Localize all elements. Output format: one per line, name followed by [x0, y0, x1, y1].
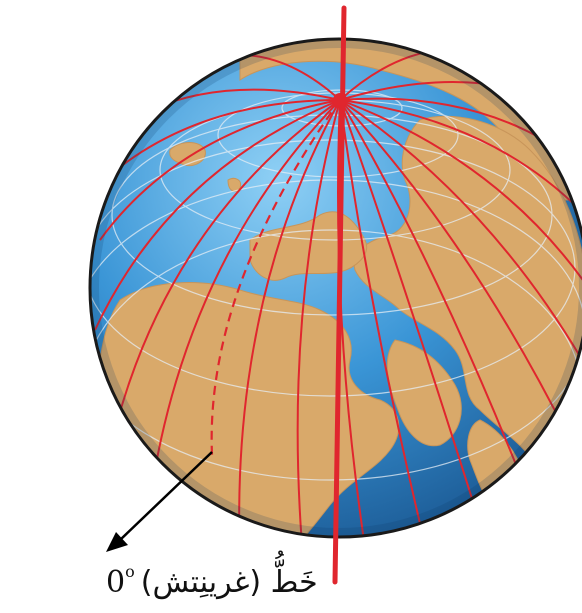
meridian-caption: 0o خَطُّ (غرينِتش) [106, 556, 318, 608]
greenwich-meridian [210, 99, 341, 456]
greenwich-label: خَطُّ (غرينِتش) [140, 564, 318, 600]
arrow-icon [106, 451, 213, 552]
degree-value: 0o [106, 561, 135, 600]
north-pole-point [333, 93, 347, 107]
globe-outline [88, 37, 582, 539]
